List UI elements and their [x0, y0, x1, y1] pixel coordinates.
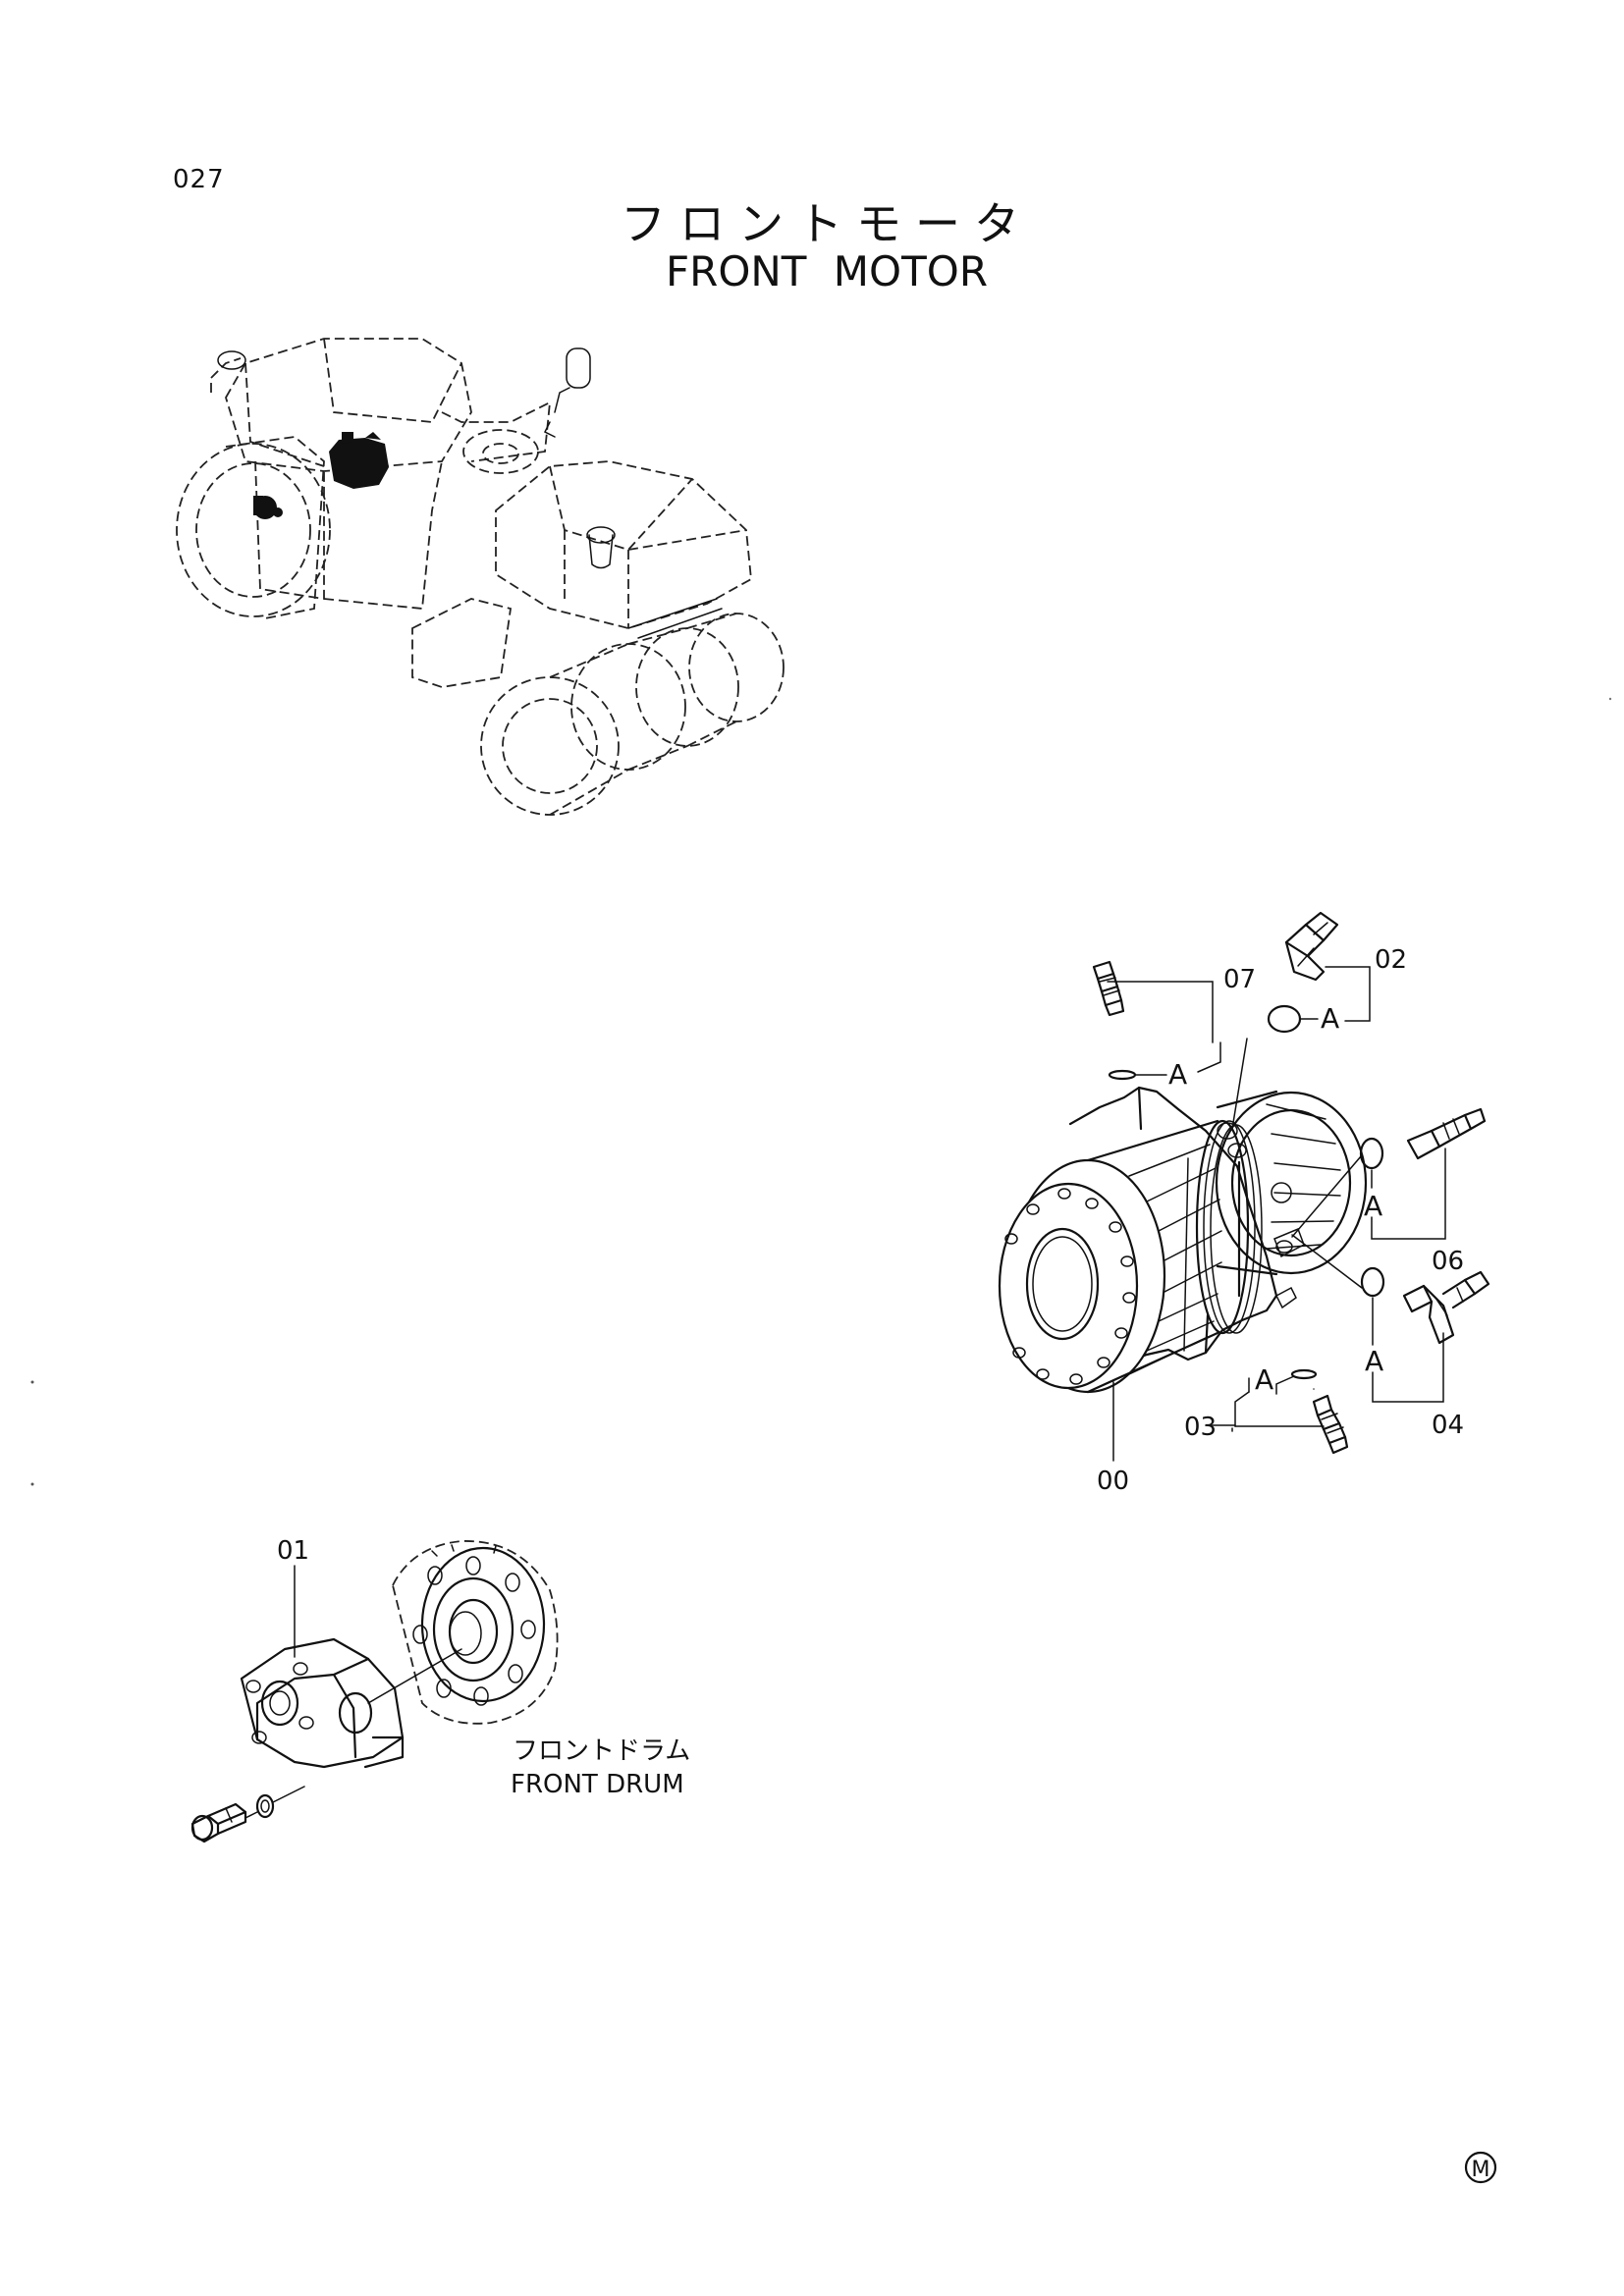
front-drum-label-japanese: フロントドラム	[513, 1736, 690, 1766]
fitting-07	[1092, 960, 1125, 1017]
svg-text:M: M	[1472, 2158, 1490, 2182]
callout-00: 00	[1097, 1467, 1129, 1496]
o-ring-06	[1359, 1137, 1384, 1170]
front-motor-assembly	[998, 1086, 1368, 1394]
callout-a-07: A	[1168, 1058, 1187, 1091]
callout-a-04: A	[1365, 1345, 1383, 1377]
fitting-04	[1402, 1270, 1490, 1345]
bolt-and-washer	[190, 1786, 305, 1843]
page-number: 027	[173, 165, 225, 194]
callout-04: 04	[1432, 1411, 1464, 1440]
page-title-english: FRONT MOTOR	[665, 247, 988, 295]
fitting-06	[1406, 1107, 1487, 1160]
leader-lines	[1107, 966, 1446, 1462]
page-title-japanese: フロントモータ	[621, 197, 1033, 250]
o-ring-04	[1360, 1266, 1385, 1298]
margin-mark	[30, 1380, 34, 1384]
o-ring-03	[1290, 1368, 1318, 1380]
callout-01: 01	[277, 1536, 309, 1566]
callout-07: 07	[1223, 965, 1256, 994]
fitting-02	[1284, 911, 1339, 982]
callout-a-06: A	[1364, 1190, 1382, 1222]
fitting-03	[1312, 1394, 1349, 1455]
callout-02: 02	[1375, 945, 1407, 975]
margin-mark	[30, 1482, 34, 1486]
callout-06: 06	[1432, 1247, 1464, 1276]
o-ring-02	[1267, 1004, 1302, 1034]
front-drum-label-english: FRONT DRUM	[511, 1770, 684, 1799]
circled-m-mark: M	[1464, 2151, 1497, 2184]
callout-a-02: A	[1321, 1002, 1339, 1035]
callout-03: 03	[1184, 1413, 1217, 1442]
front-drum-flange	[392, 1540, 559, 1725]
front-motor-unit-01	[240, 1637, 462, 1769]
o-ring-07	[1108, 1069, 1137, 1081]
margin-mark	[1608, 697, 1612, 701]
callout-a-03: A	[1255, 1363, 1273, 1396]
machine-overview-illustration	[176, 338, 785, 816]
